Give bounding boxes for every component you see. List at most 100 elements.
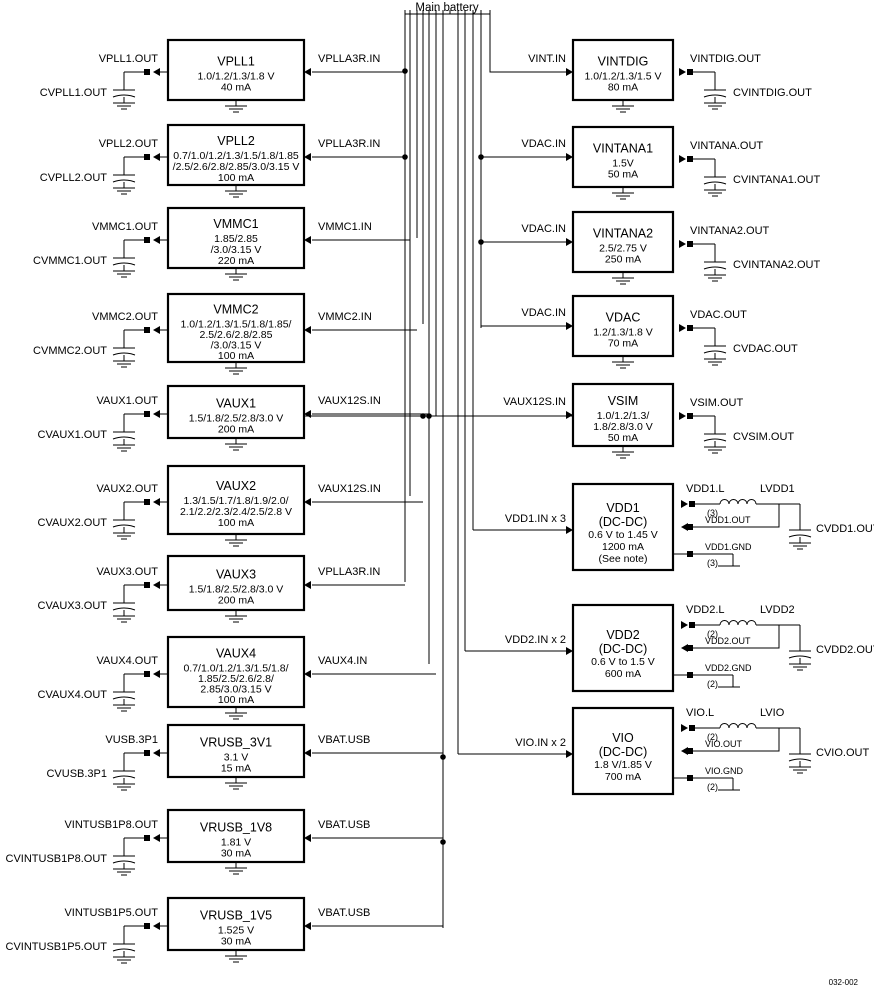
feedback-pin-label: VDD1.OUT [705,515,751,525]
regulator-block [571,38,675,102]
regulator-name: VSIM [608,394,639,408]
pin-square [687,156,693,162]
capacitor-plate [703,266,727,270]
input-pin-label: VDAC.IN [521,223,566,235]
pin-square [144,923,150,929]
pin-square [144,327,150,333]
input-arrow [681,724,688,732]
input-arrow [566,526,573,534]
input-pin-label: VAUX12S.IN [503,396,566,408]
pin-square [687,413,693,419]
input-arrow [304,670,311,678]
input-pin-label: VIO.IN x 2 [515,737,566,749]
junction-dot [402,68,408,74]
regulator-spec: 2.5/2.75 V [599,243,647,255]
regulator-spec: 1.81 V [221,837,251,849]
capacitor-label: CVINTDIG.OUT [733,87,812,99]
regulator-block [166,464,306,536]
regulator-spec: 2.1/2.2/2.3/2.4/2.5/2.8 V [180,506,292,518]
pin-square [689,622,695,628]
regulator-name: VINTDIG [598,55,649,69]
pin-count: (2) [707,629,718,639]
regulator-spec: 3.1 V [224,752,249,764]
regulator-spec: /3.0/3.15 V [211,339,262,351]
regulator-name: VINTANA2 [593,227,653,241]
regulator-spec: 1200 mA [602,541,644,553]
input-arrow [304,498,311,506]
pin-count: (3) [707,508,718,518]
regulator-block [166,384,306,440]
capacitor-plate [112,948,136,952]
regulator-name: VRUSB_1V8 [200,821,272,835]
regulator-spec: 0.7/1.0/1.2/1.3/1.5/1.8/1.85 [173,150,299,162]
regulator-spec: (DC-DC) [599,515,648,529]
input-arrow [153,922,160,930]
pin-square [687,551,693,557]
input-arrow [304,68,311,76]
feedback-wire [693,728,780,752]
regulator-spec: 2.85/3.0/3.15 V [200,683,271,695]
capacitor-plate [703,181,727,185]
input-arrow [304,326,311,334]
regulator-spec: /2.5/2.6/2.8/2.85/3.0/3.15 V [173,161,300,173]
junction-dot [440,839,446,845]
regulator-name: VPLL1 [217,55,255,69]
capacitor-label: CVUSB.3P1 [46,768,107,780]
regulator-spec: 1.5/1.8/2.5/2.8/3.0 V [189,584,284,596]
regulator-block [166,292,306,364]
regulator-spec: 40 mA [221,82,251,94]
pin-square [687,672,693,678]
pin-square [687,69,693,75]
capacitor-label: CVPLL2.OUT [40,172,108,184]
input-arrow [153,410,160,418]
input-arrow [153,749,160,757]
junction-dot [478,154,484,160]
regulator-spec: 1.2/1.3/1.8 V [593,327,653,339]
input-arrow [566,238,573,246]
input-arrow [566,153,573,161]
dcdc-block [571,706,675,796]
input-arrow [153,326,160,334]
junction-dot [402,154,408,160]
output-pin-label: VINTUSB1P8.OUT [64,819,158,831]
capacitor-label: CVDD2.OUT [816,644,874,656]
input-arrow [681,644,688,652]
regulator-spec: 0.6 V to 1.45 V [588,529,657,541]
pin-square [144,750,150,756]
input-pin-label: VMMC2.IN [318,311,372,323]
input-arrow [566,750,573,758]
capacitor-label: CVDAC.OUT [733,343,798,355]
output-pin-label: VPLL1.OUT [99,53,159,65]
input-arrow [566,68,573,76]
regulator-spec: 0.7/1.0/1.2/1.3/1.5/1.8/ [183,662,288,674]
input-arrow [153,834,160,842]
capacitor-label: CVAUX1.OUT [38,429,108,441]
input-arrow [304,749,311,757]
pin-square [689,725,695,731]
input-pin-label: VPLLA3R.IN [318,53,380,65]
output-pin-label: VSIM.OUT [690,397,743,409]
pin-count: (2) [707,679,718,689]
input-pin-label: VBAT.USB [318,734,370,746]
regulator-spec: 1.0/1.2/1.3/ [597,410,650,422]
regulator-spec: 30 mA [221,848,251,860]
gnd-pin-label: VDD2.GND [705,663,752,673]
gnd-pin-label: VIO.GND [705,766,744,776]
regulator-name: VINTANA1 [593,142,653,156]
input-arrow [153,68,160,76]
regulator-spec: 30 mA [221,936,251,948]
regulator-name: VIO [612,731,634,745]
regulator-spec: 70 mA [608,338,638,350]
pin-count: (2) [707,732,718,742]
input-arrow [681,500,688,508]
capacitor-label: CVINTANA2.OUT [733,259,820,271]
capacitor-plate [112,524,136,528]
regulator-spec: 0.6 V to 1.5 V [591,656,655,668]
output-pin-label: VAUX4.OUT [96,655,158,667]
input-pin-label: VINT.IN [528,53,566,65]
regulator-spec: 1.0/1.2/1.3/1.8 V [197,71,274,83]
figure-id: 032-002 [829,978,859,987]
input-arrow [681,523,688,531]
capacitor-label: CVSIM.OUT [733,431,794,443]
